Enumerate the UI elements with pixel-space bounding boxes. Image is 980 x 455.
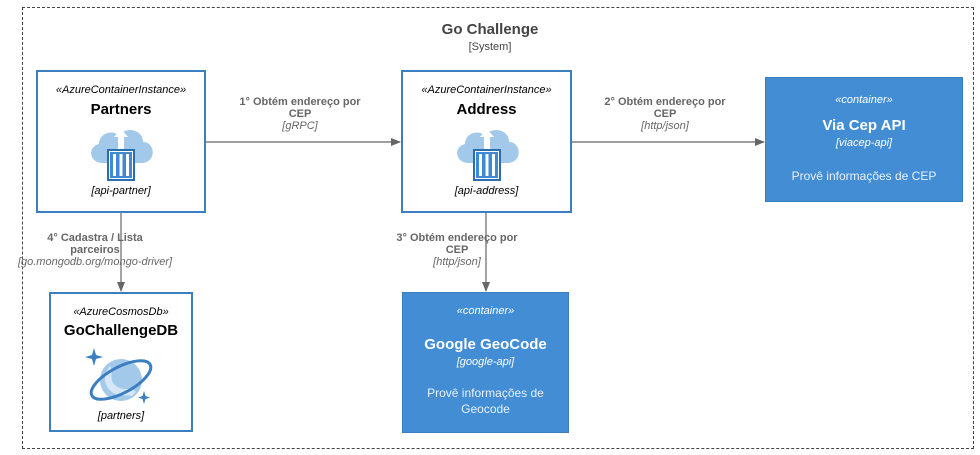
system-boundary <box>22 7 974 449</box>
geocode-name: Google GeoCode <box>424 336 547 353</box>
relation-label-2: 2° Obtém endereço por CEP [http/json] <box>580 96 750 132</box>
geocode-description-line1: Provê informações de <box>427 386 544 400</box>
address-node[interactable]: «AzureContainerInstance» Address [api-ad… <box>401 70 572 213</box>
relation-label-3: 3° Obtém endereço por CEP [http/json] <box>372 232 542 268</box>
relation-label-1-line1: 1° Obtém endereço por <box>239 96 361 108</box>
relation-label-3-tech: [http/json] <box>433 256 481 268</box>
partners-stereotype: «AzureContainerInstance» <box>55 84 187 96</box>
relation-label-4-line2: parceiros <box>70 244 120 256</box>
db-name: GoChallengeDB <box>63 322 179 339</box>
viacep-name: Via Cep API <box>822 117 906 134</box>
db-node[interactable]: «AzureCosmosDb» GoChallengeDB [partners] <box>49 292 193 432</box>
relation-label-3-line2: CEP <box>445 244 469 256</box>
geocode-stereotype: «container» <box>456 305 515 317</box>
partners-node[interactable]: «AzureContainerInstance» Partners [api-p… <box>36 70 206 213</box>
partners-name: Partners <box>90 101 152 118</box>
container-instance-icon <box>456 129 519 181</box>
system-title: Go Challenge <box>441 21 539 38</box>
viacep-description: Provê informações de CEP <box>791 169 937 183</box>
geocode-node[interactable]: «container» Google GeoCode [google-api] … <box>402 292 569 433</box>
address-tech: [api-address] <box>454 185 519 197</box>
viacep-node[interactable]: «container» Via Cep API [viacep-api] Pro… <box>765 77 963 202</box>
db-tech: [partners] <box>97 410 145 422</box>
db-stereotype: «AzureCosmosDb» <box>73 306 169 318</box>
address-stereotype: «AzureContainerInstance» <box>421 84 552 96</box>
relation-label-2-line1: 2° Obtém endereço por <box>604 96 726 108</box>
cosmos-db-icon <box>85 348 153 404</box>
relation-label-4-line1: 4° Cadastra / Lista <box>47 232 143 244</box>
relation-label-2-tech: [http/json] <box>641 120 689 132</box>
address-name: Address <box>456 101 517 118</box>
partners-tech: [api-partner] <box>91 185 151 197</box>
viacep-stereotype: «container» <box>835 94 893 106</box>
geocode-description-line2: Geocode <box>461 402 510 416</box>
viacep-tech: [viacep-api] <box>835 137 893 149</box>
container-instance-icon <box>91 129 153 181</box>
relation-label-2-line2: CEP <box>653 108 677 120</box>
relation-label-4-tech: [go.mongodb.org/mongo-driver] <box>17 256 173 268</box>
system-type: [System] <box>468 41 512 53</box>
relation-label-3-line1: 3° Obtém endereço por <box>396 232 518 244</box>
relation-label-1: 1° Obtém endereço por CEP [gRPC] <box>215 96 385 132</box>
relation-label-1-tech: [gRPC] <box>282 120 318 132</box>
relation-label-4: 4° Cadastra / Lista parceiros [go.mongod… <box>2 232 188 268</box>
geocode-tech: [google-api] <box>456 356 515 368</box>
relation-label-1-line2: CEP <box>288 108 312 120</box>
